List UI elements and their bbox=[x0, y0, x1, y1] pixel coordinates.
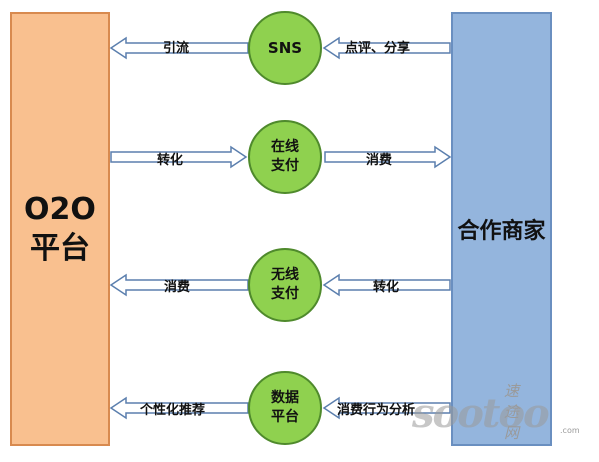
row3-left-label: 消费 bbox=[164, 280, 191, 295]
wireless-payment-circle-label: 无线 支付 bbox=[271, 267, 299, 302]
partner-merchant-label: 合作商家 bbox=[457, 219, 546, 244]
o2o-platform-label: O2O 平台 bbox=[24, 192, 96, 266]
arrow-row2-left-segment bbox=[110, 145, 248, 169]
online-payment-circle: 在线 支付 bbox=[248, 120, 322, 194]
row3-right-label: 转化 bbox=[373, 280, 400, 295]
row2-left-label: 转化 bbox=[157, 153, 184, 168]
row2-right-label: 消费 bbox=[366, 153, 393, 168]
wireless-payment-circle: 无线 支付 bbox=[248, 248, 322, 322]
arrow-row3-right-segment bbox=[322, 273, 451, 297]
watermark-en: sootoo bbox=[412, 390, 550, 437]
row1-right-label: 点评、分享 bbox=[345, 41, 411, 56]
arrow-row4-right-segment bbox=[322, 396, 451, 420]
partner-merchant-box: 合作商家 bbox=[451, 12, 552, 446]
data-platform-circle: 数据 平台 bbox=[248, 371, 322, 445]
watermark-suffix: .com bbox=[560, 426, 580, 435]
sns-circle: SNS bbox=[248, 11, 322, 85]
sns-circle-label: SNS bbox=[267, 38, 303, 57]
online-payment-circle-label: 在线 支付 bbox=[271, 139, 299, 174]
data-platform-circle-label: 数据 平台 bbox=[271, 390, 299, 425]
row4-right-label: 消费行为分析 bbox=[337, 403, 416, 418]
o2o-platform-box: O2O 平台 bbox=[10, 12, 110, 446]
watermark-cn: 速途网 bbox=[504, 382, 521, 442]
row4-left-label: 个性化推荐 bbox=[140, 403, 206, 418]
arrow-row1-right-segment bbox=[322, 36, 451, 60]
row1-left-label: 引流 bbox=[163, 41, 190, 56]
arrow-row2-right-segment bbox=[324, 145, 452, 169]
